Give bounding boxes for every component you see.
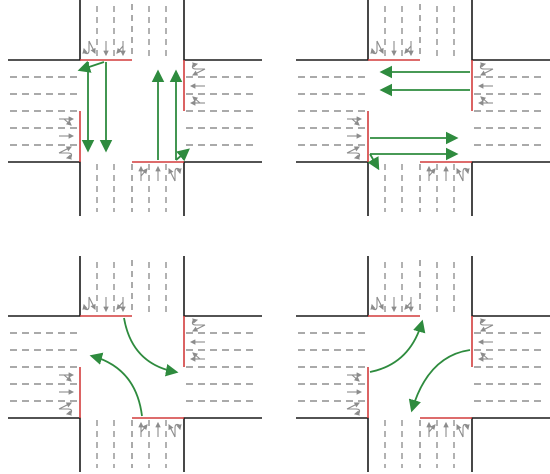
lane-arrows-south (426, 421, 470, 438)
lane-arrows-west (58, 116, 75, 160)
lane-arrow-right (116, 45, 124, 54)
lane-arrows-south (138, 421, 182, 438)
lane-arrow-right (404, 301, 412, 310)
lane-arrows-north (82, 296, 126, 313)
lane-arrow-left (88, 296, 96, 310)
lane-arrows-east (477, 318, 494, 362)
lane-arrow-left (88, 40, 96, 54)
road-edge-se (471, 417, 550, 472)
lane-arrow-uturn (347, 408, 361, 416)
movements-phase-3 (89, 317, 179, 417)
lane-arrow-left (192, 324, 206, 332)
lane-arrow-right (404, 45, 412, 54)
road-edge-ne (471, 256, 550, 317)
lane-arrows-east (477, 62, 494, 106)
lane-arrow-left (346, 146, 360, 154)
lane-arrow-uturn (462, 423, 470, 437)
road-edge-se (471, 161, 550, 216)
movements-phase-4 (369, 319, 471, 413)
intersection-panel-phase-1 (8, 0, 262, 216)
lane-arrow-right (351, 118, 360, 126)
road-edge-ne (183, 0, 262, 61)
lane-arrow-uturn (479, 62, 493, 70)
lane-arrows-south (138, 165, 182, 182)
road-edge-ne (183, 256, 262, 317)
lane-arrow-right (351, 374, 360, 382)
lane-arrow-uturn (174, 167, 182, 181)
movement-south-left (89, 352, 143, 417)
road-edge-se (183, 161, 262, 216)
lane-arrow-right (480, 96, 489, 104)
movements-phase-2 (367, 65, 470, 171)
lane-arrow-uturn (82, 41, 90, 55)
lane-arrow-uturn (82, 297, 90, 311)
lane-arrow-uturn (370, 41, 378, 55)
road-edge-sw (296, 161, 369, 216)
lane-arrows-west (346, 116, 363, 160)
road-edge-nw (296, 0, 369, 61)
lane-arrow-left (168, 168, 176, 182)
lane-arrow-uturn (191, 318, 205, 326)
lane-arrow-uturn (347, 152, 361, 160)
road-edge-nw (296, 256, 369, 317)
lane-arrow-left (456, 168, 464, 182)
lane-arrow-left (58, 146, 72, 154)
lane-arrow-left (456, 424, 464, 438)
lane-arrow-uturn (59, 408, 73, 416)
road-edge-sw (296, 417, 369, 472)
lane-arrow-left (480, 68, 494, 76)
intersection-panel-phase-2 (296, 0, 550, 216)
lane-arrows-north (370, 40, 414, 57)
lane-arrow-left (376, 296, 384, 310)
movement-west-left (369, 319, 426, 373)
lane-arrow-uturn (59, 152, 73, 160)
lane-arrow-uturn (191, 62, 205, 70)
lane-arrows-east (189, 62, 206, 106)
lane-arrow-uturn (370, 297, 378, 311)
lane-arrows-west (58, 372, 75, 416)
lane-arrow-left (192, 68, 206, 76)
lane-arrows-east (189, 318, 206, 362)
road-edge-sw (8, 417, 81, 472)
lane-arrow-right (480, 352, 489, 360)
lane-arrow-right (63, 118, 72, 126)
road-edge-nw (8, 256, 81, 317)
lane-arrow-right (428, 168, 436, 177)
lane-arrow-uturn (174, 423, 182, 437)
lane-arrow-left (480, 324, 494, 332)
movement-east-left (408, 349, 471, 413)
movement-south-right (175, 148, 190, 162)
lane-arrow-right (192, 352, 201, 360)
intersection-panel-phase-3 (8, 256, 262, 472)
lane-arrow-right (140, 424, 148, 433)
lane-arrow-left (58, 402, 72, 410)
lane-arrow-right (140, 168, 148, 177)
movement-west-right (367, 153, 380, 171)
lane-arrows-west (346, 372, 363, 416)
road-edge-nw (8, 0, 81, 61)
road-edge-ne (471, 0, 550, 61)
road-edge-se (183, 417, 262, 472)
lane-arrow-right (116, 301, 124, 310)
road-edge-sw (8, 161, 81, 216)
lane-arrow-right (63, 374, 72, 382)
lane-arrow-left (346, 402, 360, 410)
lane-arrow-right (428, 424, 436, 433)
movement-north-left (123, 317, 179, 377)
lane-arrow-uturn (462, 167, 470, 181)
lane-arrow-right (192, 96, 201, 104)
lane-arrow-left (376, 40, 384, 54)
movements-phase-1 (77, 60, 190, 162)
lane-arrow-left (168, 424, 176, 438)
lane-arrows-north (370, 296, 414, 313)
lane-arrow-uturn (479, 318, 493, 326)
lane-arrows-south (426, 165, 470, 182)
intersection-panel-phase-4 (296, 256, 550, 472)
movement-north-right (77, 60, 105, 73)
lane-arrows-north (82, 40, 126, 57)
